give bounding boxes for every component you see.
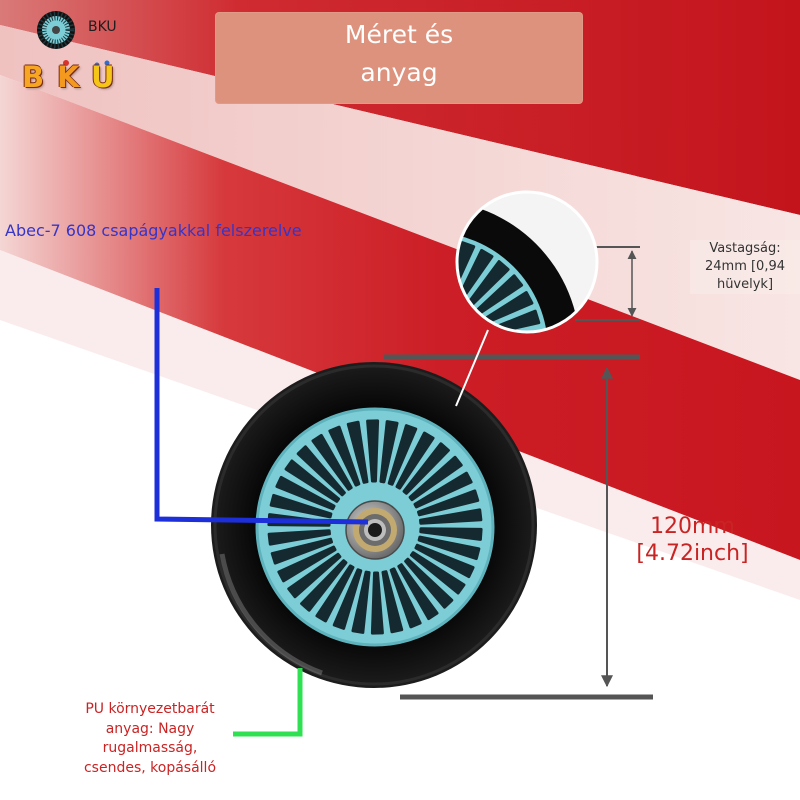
material-note-line: PU környezetbarát: [85, 701, 215, 717]
hub-slot: [408, 455, 463, 502]
hub-slot: [389, 567, 422, 629]
diameter-note: 120mm [4.72inch]: [630, 513, 755, 567]
thickness-note-line: hüvelyk]: [716, 277, 774, 292]
hub-slot: [311, 433, 353, 491]
thickness-note-line: Vastagság:: [709, 241, 781, 256]
material-note: PU környezetbarát anyag: Nagy rugalmassá…: [55, 700, 245, 778]
hub-slot: [346, 420, 369, 484]
hub-slot: [277, 545, 337, 583]
hub-slot: [270, 537, 333, 565]
material-note-line: csendes, kopásálló: [83, 759, 217, 776]
zoom-connector-line: [455, 329, 489, 407]
bearing-leader-line: [154, 288, 369, 525]
hub-slot: [315, 564, 355, 623]
diameter-note-line: 120mm: [650, 514, 735, 539]
wheel: [211, 362, 537, 688]
material-leader-line: [233, 668, 303, 737]
hub-slot: [269, 493, 333, 519]
wheel-tire-edge: [213, 364, 535, 686]
diameter-note-line: [4.72inch]: [636, 541, 749, 566]
hub-slot: [419, 508, 483, 525]
hub-slot: [381, 570, 404, 634]
logo-wheel-icon: [37, 11, 75, 49]
logo-spokes: [37, 11, 75, 49]
hub-slot: [287, 552, 342, 599]
logo-letter-u: U: [91, 60, 115, 94]
thickness-note-line: 24mm [0,94: [704, 259, 786, 274]
hub-slot: [397, 563, 439, 621]
background-red-band: [0, 75, 800, 560]
logo-decoration: [63, 60, 110, 68]
hub-slot: [328, 425, 361, 487]
hub-slot: [370, 571, 384, 635]
thickness-note: Vastagság: 24mm [0,94 hüvelyk]: [690, 240, 800, 294]
hub-slot: [332, 568, 363, 630]
title-line: anyag: [360, 58, 438, 87]
hub-slot: [296, 445, 346, 497]
bearing: [345, 500, 405, 560]
zoom-frame: [455, 190, 599, 334]
hub-slot: [409, 551, 466, 595]
logo-dot-red: [63, 60, 69, 66]
brand-name: BKU: [88, 19, 117, 35]
page-title: Méret és anyag: [215, 12, 583, 104]
hub-slot: [414, 543, 475, 579]
material-note-line: anyag: Nagy: [105, 720, 195, 737]
zoom-detail: [457, 192, 597, 332]
hub-slot: [404, 557, 454, 609]
logo-letter-k: K: [57, 60, 80, 94]
hub-slot: [275, 475, 336, 511]
hub-slot: [300, 559, 348, 612]
zoom-hub-slots: [457, 241, 544, 332]
wheel-tire-glare: [219, 553, 323, 676]
logo-dot-blue: [94, 62, 100, 68]
hub-slot: [395, 431, 435, 490]
bearing-note: Abec-7 608 csapágyakkal felszerelve: [5, 221, 302, 240]
hub-slot: [351, 570, 371, 634]
zoom-hub: [457, 232, 548, 332]
material-note-line: rugalmasság,: [102, 740, 198, 756]
hub-slot: [417, 489, 480, 517]
hub-slot: [267, 529, 331, 546]
hub-slot: [366, 419, 380, 483]
hub-slot: [417, 535, 481, 561]
logo-axle: [52, 26, 60, 34]
background-red-top: [0, 0, 800, 215]
title-line: Méret és: [344, 20, 454, 49]
background-pale-stripe: [0, 25, 800, 380]
hub-slot: [379, 420, 399, 484]
bearing-bore: [368, 523, 382, 537]
hub-slot: [419, 527, 483, 541]
hub-slot: [387, 424, 418, 486]
logo-letter-b: B: [22, 60, 45, 94]
hub-slot: [284, 459, 341, 503]
hub-slot: [402, 442, 450, 495]
hub-slot: [413, 471, 473, 509]
logo-dot-blue: [104, 60, 110, 66]
